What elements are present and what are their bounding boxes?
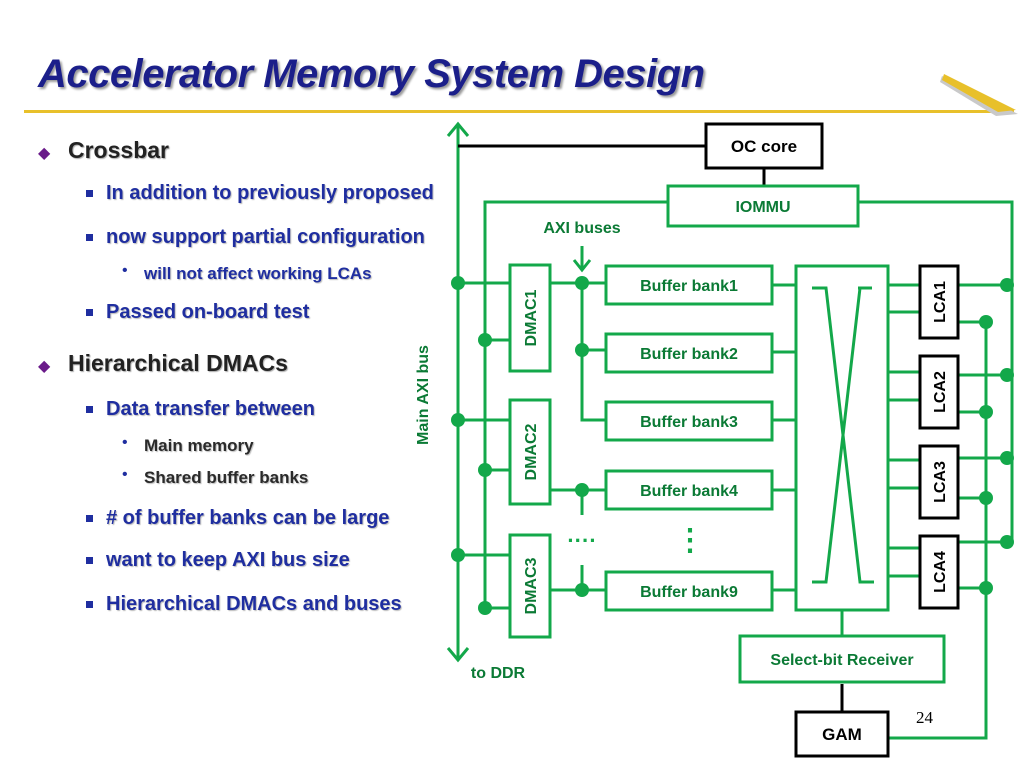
- bullet-hierarchical-buses: Hierarchical DMACs and buses: [106, 593, 402, 615]
- dmac2-label: DMAC2: [523, 423, 540, 480]
- buffer-bank4-box: [604, 469, 774, 511]
- bullet-main-memory: Main memory: [144, 436, 254, 455]
- dmac3-box: [508, 533, 552, 639]
- lca3-box: [918, 444, 960, 520]
- gam-box: [794, 710, 890, 758]
- square-bullet-icon: [86, 406, 93, 413]
- horizontal-ellipsis: ····: [567, 528, 596, 553]
- dot-bullet-icon: •: [122, 434, 128, 451]
- buffer-bank9-box: [604, 570, 774, 612]
- lca4-box: [918, 534, 960, 610]
- buffer-bank1-box: [604, 264, 774, 306]
- dmac2-box: [508, 398, 552, 506]
- bullet-banks-large: # of buffer banks can be large: [106, 507, 390, 529]
- lca4-label: LCA4: [932, 551, 949, 593]
- lca2-box: [918, 354, 960, 430]
- page-number: 24: [916, 708, 933, 727]
- square-bullet-icon: [86, 309, 93, 316]
- bullet-shared-buffer: Shared buffer banks: [144, 468, 309, 487]
- main-axi-bus-label: Main AXI bus: [415, 345, 432, 445]
- buffer-bank3-label: Buffer bank3: [640, 414, 738, 431]
- diamond-bullet-icon: ◆: [38, 145, 51, 162]
- dot-bullet-icon: •: [122, 262, 128, 279]
- dot-bullet-icon: •: [122, 466, 128, 483]
- buffer-bank4-label: Buffer bank4: [640, 483, 738, 500]
- square-bullet-icon: [86, 601, 93, 608]
- lca2-label: LCA2: [932, 371, 949, 413]
- crossbar-cross-icon: [812, 286, 874, 584]
- square-bullet-icon: [86, 234, 93, 241]
- title-rule: [24, 110, 1014, 113]
- oc-core-box: [704, 122, 824, 170]
- buffer-bank2-label: Buffer bank2: [640, 346, 738, 363]
- iommu-box: [666, 184, 860, 228]
- oc-core-label: OC core: [731, 137, 797, 156]
- bullet-hierarchical-dmacs: Hierarchical DMACs: [68, 350, 288, 376]
- dmac3-label: DMAC3: [523, 557, 540, 614]
- gam-label: GAM: [822, 725, 862, 744]
- buffer-bank9-label: Buffer bank9: [640, 584, 738, 601]
- buffer-bank1-label: Buffer bank1: [640, 278, 738, 295]
- square-bullet-icon: [86, 515, 93, 522]
- bullet-on-board-test: Passed on-board test: [106, 301, 310, 323]
- bullet-partial-config: now support partial configuration: [106, 226, 425, 248]
- bullet-axi-size: want to keep AXI bus size: [106, 549, 350, 571]
- iommu-label: IOMMU: [735, 199, 790, 216]
- bullet-data-transfer: Data transfer between: [106, 398, 315, 420]
- square-bullet-icon: [86, 190, 93, 197]
- bullet-not-affect: will not affect working LCAs: [144, 264, 372, 283]
- slide-title: Accelerator Memory System Design: [38, 52, 705, 96]
- lca3-label: LCA3: [932, 461, 949, 503]
- dmac1-label: DMAC1: [523, 289, 540, 346]
- lca1-box: [918, 264, 960, 340]
- to-ddr-label: to DDR: [471, 665, 526, 682]
- bullet-in-addition: In addition to previously proposed: [106, 182, 434, 204]
- select-bit-receiver-box: [738, 634, 946, 684]
- diamond-bullet-icon: ◆: [38, 358, 51, 375]
- lca1-label: LCA1: [932, 281, 949, 323]
- axi-buses-label: AXI buses: [543, 220, 620, 237]
- corner-decoration: [940, 74, 1018, 116]
- select-bit-receiver-label: Select-bit Receiver: [770, 652, 913, 669]
- vertical-ellipsis: ⋮: [675, 524, 705, 557]
- bullet-crossbar: Crossbar: [68, 137, 169, 163]
- buffer-bank3-box: [604, 400, 774, 442]
- buffer-bank2-box: [604, 332, 774, 374]
- dmac1-box: [508, 263, 552, 373]
- square-bullet-icon: [86, 557, 93, 564]
